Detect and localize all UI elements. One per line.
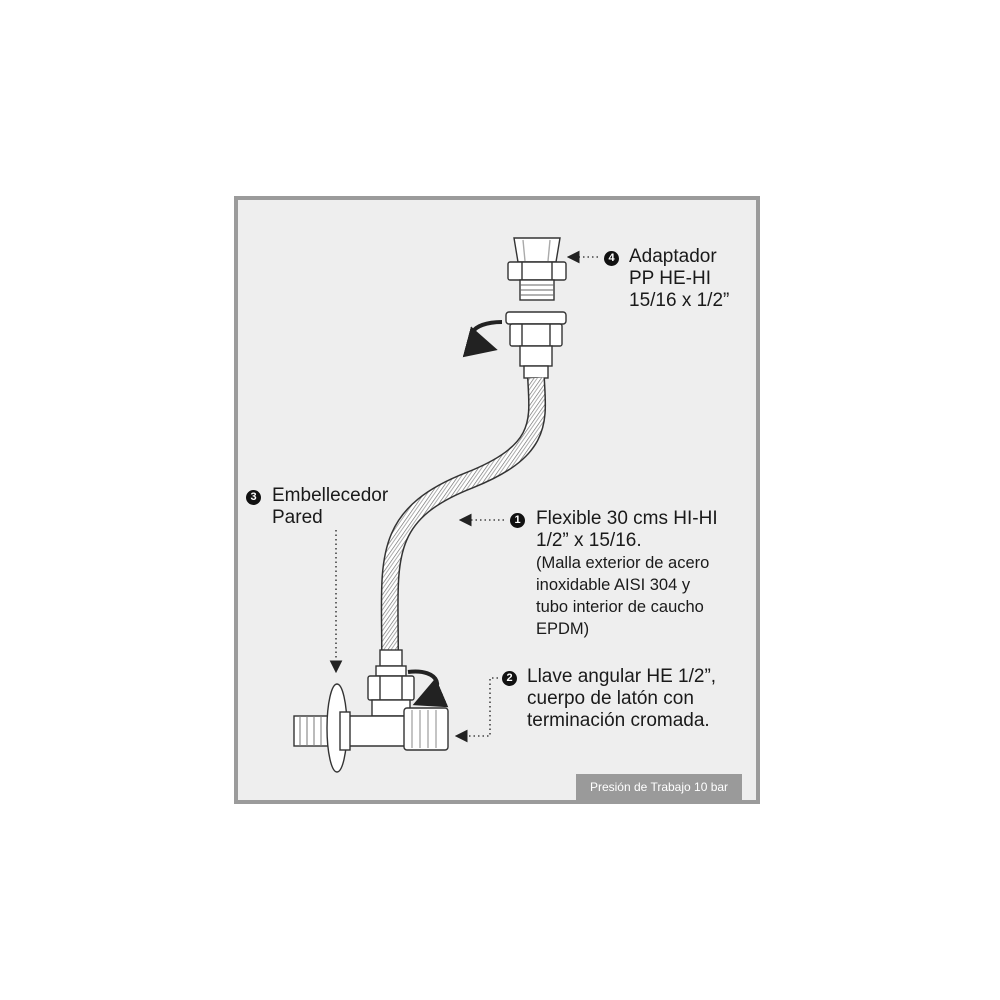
hose-bottom-fitting [367, 649, 415, 701]
callout-llave: Llave angular HE 1/2”, cuerpo de latón c… [527, 666, 716, 732]
angle-valve [293, 683, 449, 773]
flexible-detail-line-2: inoxidable AISI 304 y [536, 576, 691, 594]
llave-line-2: cuerpo de latón con [527, 688, 694, 709]
callout-adaptador: Adaptador PP HE-HI 15/16 x 1/2” [629, 246, 729, 312]
callout-number-3: 3 [246, 490, 261, 505]
leader-llave [454, 677, 498, 743]
flexible-title-line-1: Flexible 30 cms HI-HI [536, 508, 718, 529]
adapter-part [507, 237, 567, 301]
llave-line-3: terminación cromada. [527, 710, 710, 731]
callout-embellecedor: Embellecedor Pared [272, 485, 388, 529]
callout-flexible: Flexible 30 cms HI-HI 1/2” x 15/16. (Mal… [536, 508, 718, 640]
rotate-arrow-bottom-icon [407, 669, 449, 708]
embellecedor-line-1: Embellecedor [272, 485, 389, 506]
callout-number-1: 1 [510, 513, 525, 528]
flexible-detail-line-3: tubo interior de caucho [536, 598, 704, 616]
rotate-arrow-top-icon [462, 320, 503, 358]
hose-top-nut [505, 311, 567, 379]
embellecedor-line-2: Pared [272, 507, 323, 528]
braided-hose [380, 377, 547, 651]
adaptador-line-1: Adaptador [629, 246, 717, 267]
callout-number-4: 4 [604, 251, 619, 266]
flexible-title-line-2: 1/2” x 15/16. [536, 530, 642, 551]
callout-number-2: 2 [502, 671, 517, 686]
diagram-frame [234, 196, 760, 804]
pressure-badge: Presión de Trabajo 10 bar [576, 774, 742, 800]
flexible-detail-line-1: (Malla exterior de acero [536, 554, 710, 572]
llave-line-1: Llave angular HE 1/2”, [527, 666, 717, 687]
adaptador-line-2: PP HE-HI [629, 268, 712, 289]
flexible-detail-line-4: EPDM) [536, 620, 590, 638]
adaptador-line-3: 15/16 x 1/2” [629, 290, 730, 311]
